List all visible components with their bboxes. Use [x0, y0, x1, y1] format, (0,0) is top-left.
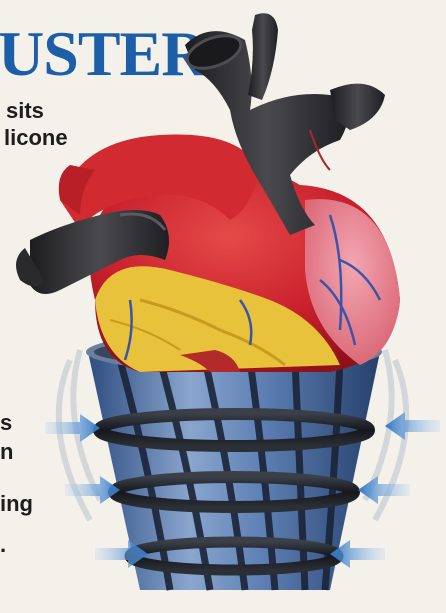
heart	[16, 13, 400, 372]
